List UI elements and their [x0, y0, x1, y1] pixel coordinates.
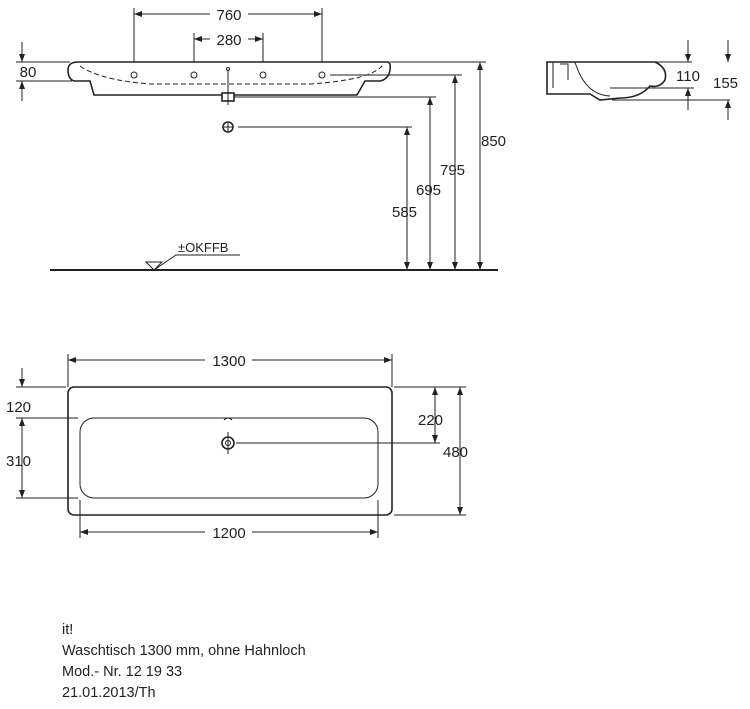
tap-holes [130, 67, 326, 79]
dim-310: 310 [6, 453, 31, 470]
basin-outer-outline [67, 386, 393, 516]
front-view: 760 280 80 850 795 695 585 ±OKFFB [16, 7, 506, 271]
dim-480: 480 [443, 444, 468, 461]
side-view: 110 155 [546, 40, 738, 120]
product-description: Waschtisch 1300 mm, ohne Hahnloch [62, 643, 306, 659]
dim-795: 795 [440, 162, 465, 179]
dim-1300: 1300 [212, 353, 245, 370]
dim-110: 110 [676, 68, 700, 85]
dim-850: 850 [481, 133, 506, 150]
model-number: Mod.- Nr. 12 19 33 [62, 664, 183, 680]
dim-695: 695 [416, 182, 441, 199]
dim-760: 760 [216, 7, 241, 24]
dim-80: 80 [20, 64, 37, 81]
floor-reference-label: ±OKFFB [178, 240, 228, 255]
dim-585: 585 [392, 204, 417, 221]
dim-120: 120 [6, 399, 31, 416]
dim-1200: 1200 [212, 525, 245, 542]
dim-155: 155 [713, 75, 738, 92]
floor-reference-symbol [144, 254, 240, 271]
brand-label: it! [62, 622, 74, 638]
title-block: it! Waschtisch 1300 mm, ohne Hahnloch Mo… [62, 620, 306, 704]
basin-front-outline [67, 61, 392, 96]
plan-view: 1300 1200 120 310 220 480 [6, 353, 468, 542]
basin-side-outline [546, 61, 667, 101]
dim-220: 220 [418, 412, 443, 429]
drawing-date: 21.01.2013/Th [62, 685, 156, 701]
dim-280: 280 [216, 32, 241, 49]
